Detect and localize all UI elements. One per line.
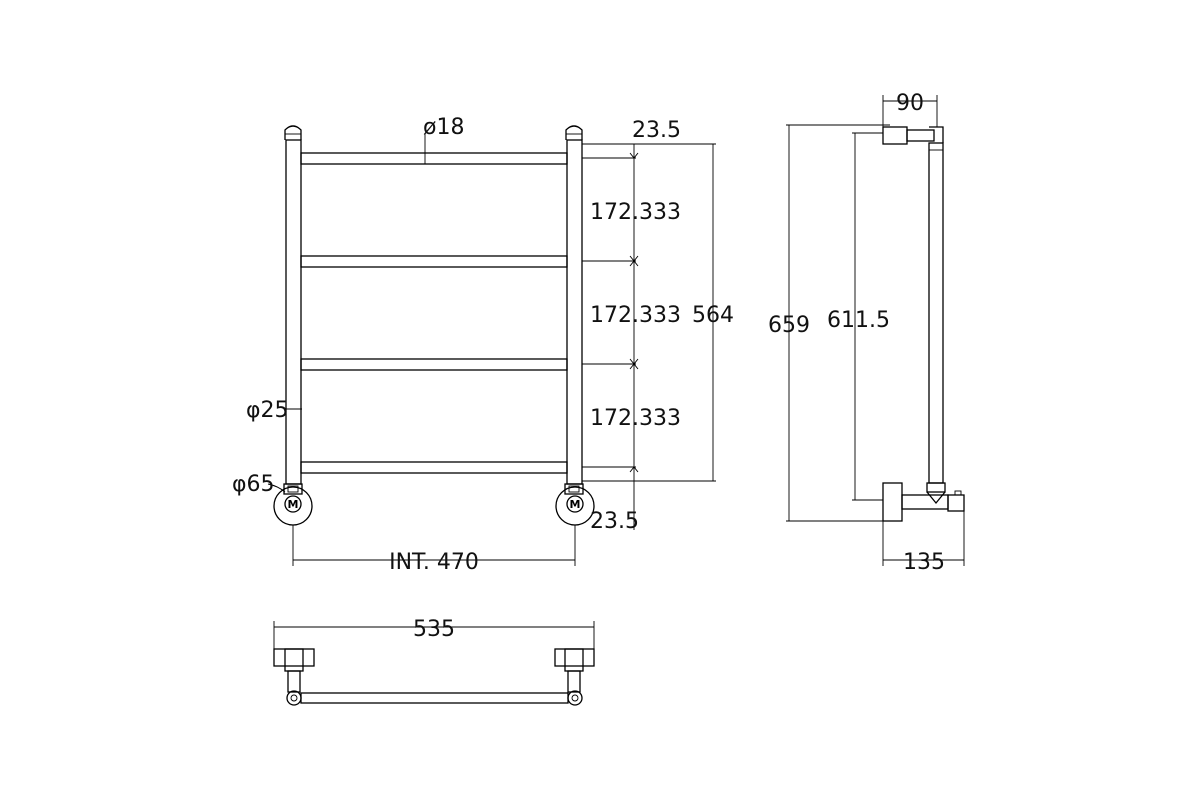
base-diameter-label: φ65 bbox=[232, 472, 275, 497]
left-base: M bbox=[273, 483, 313, 526]
bar-diameter-label: ø18 bbox=[423, 115, 464, 140]
base-mark-left: M bbox=[288, 498, 299, 511]
right-rail bbox=[565, 125, 583, 485]
towel-bar-1 bbox=[300, 152, 568, 165]
bottom-offset-label: 23.5 bbox=[590, 509, 639, 534]
top-view-width-label: 535 bbox=[413, 617, 455, 642]
interior-width-dimension bbox=[292, 525, 576, 566]
base-mark-right: M bbox=[570, 498, 581, 511]
overall-height-label: 659 bbox=[768, 313, 810, 338]
top-offset-label: 23.5 bbox=[632, 118, 681, 143]
front-view: M M ø18 φ25 φ65 23 bbox=[232, 115, 734, 575]
top-view: 535 bbox=[273, 617, 595, 706]
side-vertical-tube bbox=[928, 142, 944, 484]
top-depth-label: 90 bbox=[896, 91, 924, 116]
top-view-bar bbox=[300, 692, 569, 704]
left-rail bbox=[284, 125, 302, 485]
overall-bar-span-label: 564 bbox=[692, 303, 734, 328]
inner-height-label: 611.5 bbox=[827, 308, 890, 333]
rail-diameter-label: φ25 bbox=[246, 398, 289, 423]
spacing-3-label: 172.333 bbox=[590, 406, 681, 431]
towel-bar-2 bbox=[300, 255, 568, 268]
spacing-1-label: 172.333 bbox=[590, 200, 681, 225]
spacing-dimension-chain bbox=[582, 143, 716, 530]
side-view: 90 659 611.5 135 bbox=[768, 91, 965, 575]
interior-width-label: INT. 470 bbox=[389, 550, 479, 575]
bottom-depth-label: 135 bbox=[903, 550, 945, 575]
right-base: M bbox=[555, 483, 595, 526]
spacing-2-label: 172.333 bbox=[590, 303, 681, 328]
towel-bar-3 bbox=[300, 358, 568, 371]
towel-bar-4 bbox=[300, 461, 568, 474]
